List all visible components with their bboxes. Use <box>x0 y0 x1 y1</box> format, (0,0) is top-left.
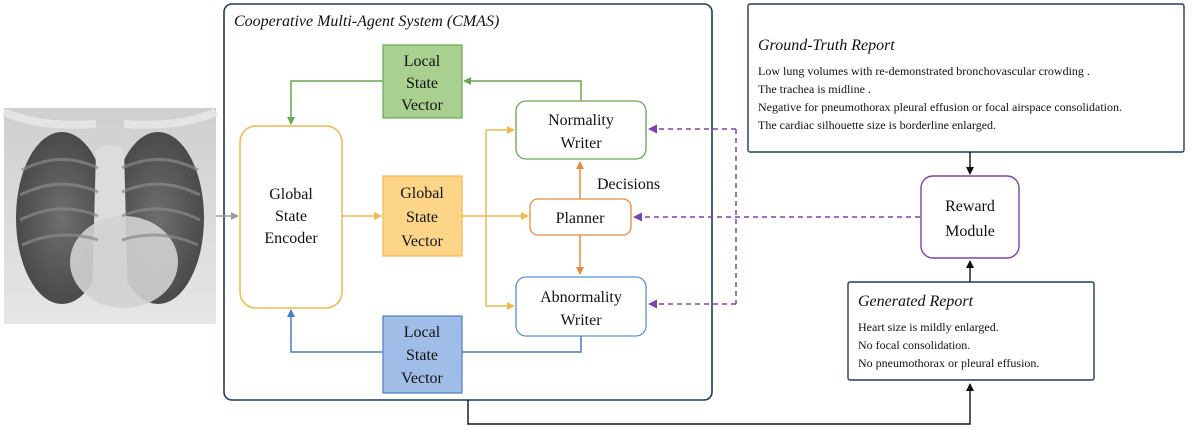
local-state-vector-top <box>382 44 463 119</box>
generated-report-line: Heart size is mildly enlarged. <box>858 320 999 334</box>
local-state-top-line1: Local <box>404 53 441 70</box>
reward-module-line2: Module <box>945 223 995 240</box>
local-state-bottom-line3: Vector <box>401 370 443 387</box>
ground-truth-line: Negative for pneumothorax pleural effusi… <box>758 100 1122 114</box>
abnormality-writer-line2: Writer <box>560 312 602 329</box>
local-state-bottom-line2: State <box>406 347 438 364</box>
cmas-title: Cooperative Multi-Agent System (CMAS) <box>234 13 499 30</box>
abnormality-to-local-state-arrow <box>462 336 582 353</box>
encoder-label-line2: State <box>275 208 307 225</box>
normality-writer-line1: Normality <box>548 112 614 129</box>
ground-truth-line: The trachea is midline . <box>758 82 871 96</box>
global-state-encoder <box>239 125 343 309</box>
reward-module <box>920 175 1020 259</box>
encoder-label-line1: Global <box>269 186 313 203</box>
normality-to-local-state-arrow <box>463 77 582 101</box>
local-state-top-to-encoder-arrow <box>287 80 383 125</box>
local-state-bottom-to-encoder-arrow <box>287 309 383 353</box>
global-state-vector-line3: Vector <box>401 233 443 250</box>
abnormality-writer-line1: Abnormality <box>540 289 622 306</box>
decisions-label: Decisions <box>597 176 660 193</box>
generated-report-box <box>847 281 1095 381</box>
local-state-top-line2: State <box>406 75 438 92</box>
generated-report-line: No focal consolidation. <box>858 338 970 352</box>
planner-label: Planner <box>556 210 606 227</box>
encoder-label-line3: Encoder <box>264 230 318 247</box>
generated-report-line: No pneumothorax or pleural effusion. <box>858 356 1039 370</box>
global-state-vector <box>382 175 463 257</box>
ground-truth-title: Ground-Truth Report <box>758 37 895 54</box>
local-state-bottom-line1: Local <box>404 324 441 341</box>
global-state-vector-line1: Global <box>400 185 444 202</box>
chest-xray-image <box>2 108 218 324</box>
cmas-to-generated-report-arrow <box>467 383 974 425</box>
global-state-vector-line2: State <box>406 209 438 226</box>
reward-module-line1: Reward <box>945 198 995 215</box>
ground-truth-line: Low lung volumes with re-demonstrated br… <box>758 64 1090 78</box>
normality-writer-line2: Writer <box>560 135 602 152</box>
local-state-top-line3: Vector <box>401 97 443 114</box>
generated-report-title: Generated Report <box>858 293 974 310</box>
ground-truth-line: The cardiac silhouette size is borderlin… <box>758 118 996 132</box>
ground-truth-report-box <box>747 3 1185 153</box>
local-state-vector-bottom <box>382 315 463 394</box>
